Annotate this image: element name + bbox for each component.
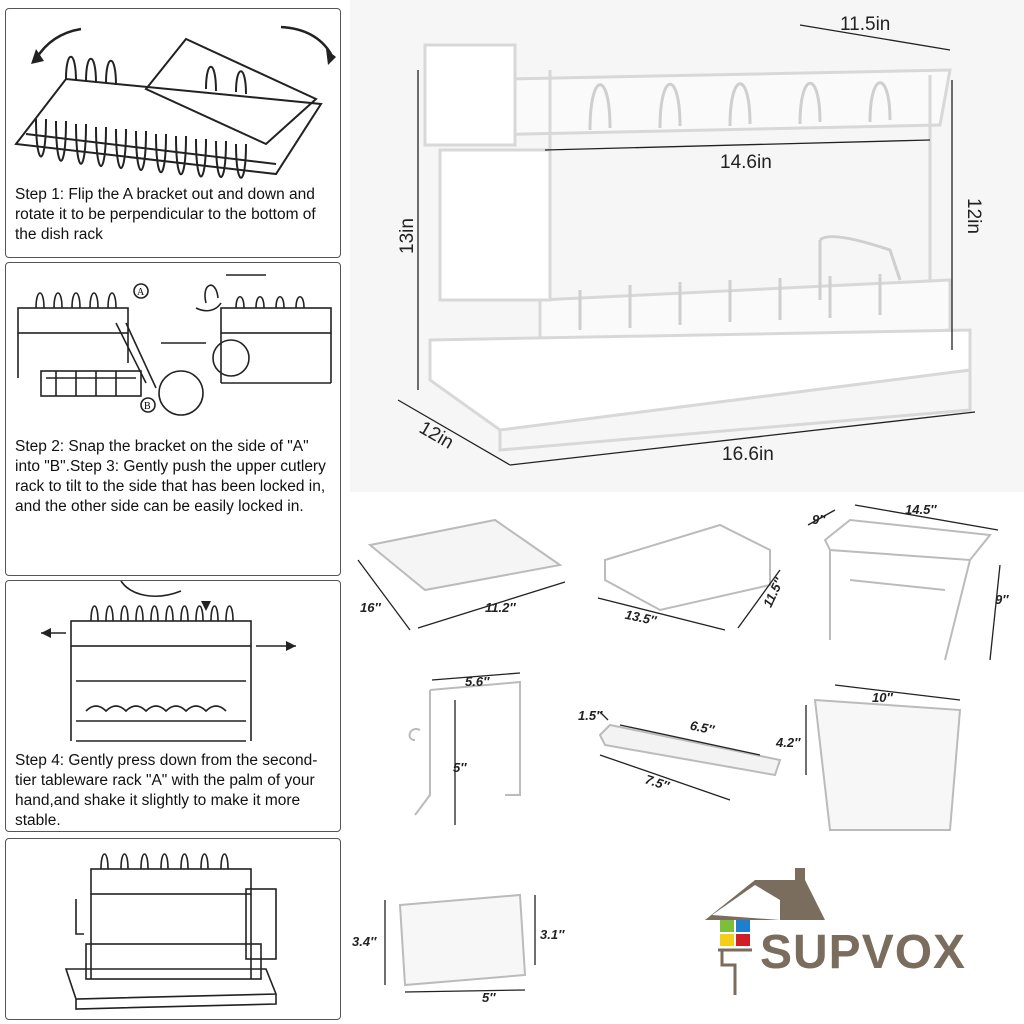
dim-height: 13in bbox=[396, 218, 418, 254]
knife-block-inner-height: 3.1″ bbox=[540, 927, 565, 942]
step-4-text: Step 4: Gently press down from the secon… bbox=[15, 752, 318, 829]
knife-block-width: 5″ bbox=[482, 990, 496, 1005]
upper-rack-width: 14.5″ bbox=[905, 502, 937, 517]
lower-rack-depth: 11.5″ bbox=[760, 575, 787, 610]
step-1-illustration bbox=[14, 25, 336, 179]
spout-length: 7.5″ bbox=[643, 771, 672, 794]
lower-rack-width: 13.5″ bbox=[623, 606, 658, 629]
rotate-arrow-icon bbox=[31, 49, 336, 65]
hook-width: 5.6″ bbox=[465, 674, 490, 689]
dim-inner-height: 12in bbox=[962, 198, 984, 234]
hook-height: 5″ bbox=[453, 760, 467, 775]
spout-width: 1.5″ bbox=[578, 708, 603, 723]
step-2-illustration: A B bbox=[17, 274, 332, 416]
callout-b: B bbox=[144, 401, 151, 412]
dim-mid-width: 14.6in bbox=[720, 152, 772, 173]
tray-depth: 16″ bbox=[360, 600, 381, 615]
step-2-panel: A B Step 2: Snap the bracket on the side… bbox=[5, 262, 341, 576]
cutlery-holder-length: 10″ bbox=[872, 690, 893, 705]
dim-top-width: 11.5in bbox=[840, 14, 891, 35]
assembled-panel bbox=[5, 838, 341, 1020]
step-1-panel: Step 1: Flip the A bracket out and down … bbox=[5, 8, 341, 258]
step-1-text: Step 1: Flip the A bracket out and down … bbox=[15, 186, 316, 243]
step-2-3-text: Step 2: Snap the bracket on the side of … bbox=[15, 438, 326, 515]
upper-rack-depth: 9″ bbox=[812, 512, 826, 527]
brand-name: SUPVOX bbox=[760, 926, 967, 979]
assembled-rack-illustration bbox=[64, 853, 278, 1010]
main-product-image: 11.5in 14.6in 13in 12in 12in 16.6in bbox=[350, 0, 1024, 492]
callout-a: A bbox=[137, 287, 145, 298]
step-4-illustration bbox=[41, 581, 296, 742]
tray-width: 11.2″ bbox=[485, 600, 516, 615]
push-arrow-icon bbox=[41, 601, 296, 651]
upper-rack-height: 9″ bbox=[995, 592, 1009, 607]
spout-inner: 6.5″ bbox=[688, 717, 716, 738]
knife-block-height: 3.4″ bbox=[352, 934, 377, 949]
step-4-panel: Step 4: Gently press down from the secon… bbox=[5, 580, 341, 832]
cutlery-holder-height: 4.2″ bbox=[776, 735, 801, 750]
dish-rack-illustration bbox=[397, 24, 976, 466]
dim-base-width: 16.6in bbox=[722, 444, 774, 465]
